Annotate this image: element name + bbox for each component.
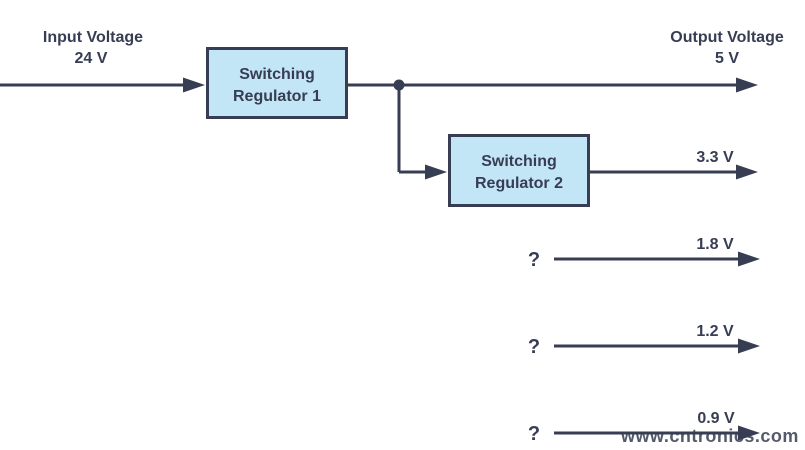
arrowhead-1v8	[738, 251, 760, 267]
unknown-source-3: ?	[528, 423, 540, 445]
arrowhead-0v9	[738, 425, 760, 441]
regulator1-label-line1: Switching	[239, 66, 315, 83]
regulator1-box	[206, 47, 348, 119]
rail-label-0v9: 0.9 V	[697, 410, 735, 427]
output-voltage-value-5v: 5 V	[715, 50, 739, 67]
regulator1-label-line2: Regulator 1	[233, 88, 321, 105]
regulator2-label-line2: Regulator 2	[475, 175, 563, 192]
rail-label-1v8: 1.8 V	[696, 236, 734, 253]
input-voltage-label: Input Voltage	[43, 29, 143, 46]
regulator2-box	[448, 134, 590, 207]
watermark-text: www.cntronics.com	[620, 426, 799, 446]
arrowhead-1v2	[738, 338, 760, 354]
arrowhead-into-regulator2	[425, 164, 447, 180]
arrowhead-into-regulator1	[183, 77, 205, 93]
rail-label-1v2: 1.2 V	[696, 323, 734, 340]
arrowhead-3v3	[736, 164, 758, 180]
arrowheads	[183, 77, 760, 441]
input-voltage-value: 24 V	[75, 50, 108, 67]
unknown-source-1: ?	[528, 249, 540, 271]
wires	[0, 83, 738, 435]
output-voltage-label: Output Voltage	[670, 29, 784, 46]
labels: Input Voltage 24 V Output Voltage 5 V Sw…	[43, 29, 784, 445]
regulator2-label-line1: Switching	[481, 153, 557, 170]
unknown-source-2: ?	[528, 336, 540, 358]
rail-label-3v3: 3.3 V	[696, 149, 734, 166]
arrowhead-5v	[736, 77, 758, 93]
junction-dot	[393, 79, 405, 91]
